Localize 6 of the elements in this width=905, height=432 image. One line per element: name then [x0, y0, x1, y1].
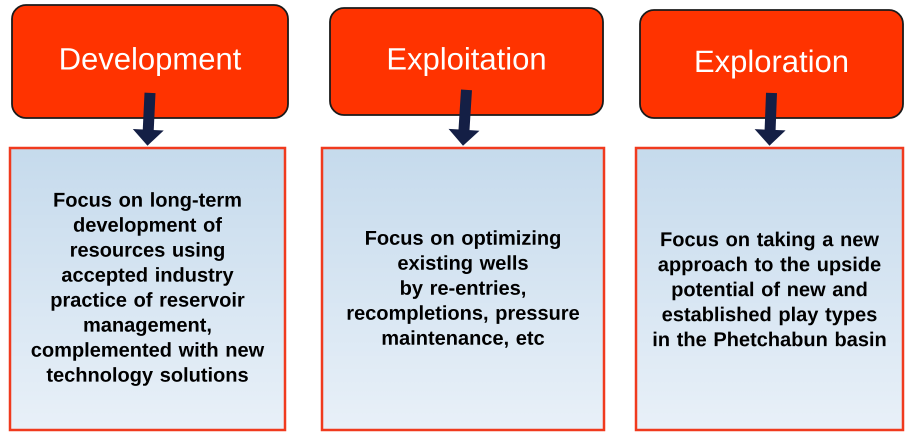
heading-box: Exploration	[639, 9, 904, 119]
heading-box: Exploitation	[329, 7, 604, 116]
description-box: Focus on taking a new approach to the upside potential of new and established play types in the Phetchabun basin	[634, 146, 904, 432]
description-box: Focus on long-term development of resources using accepted industry practice of reservoir management, complemented with new technology solutions	[8, 146, 286, 432]
description-box: Focus on optimizing existing wells by re-entries, recompletions, pressure maintenance, etc	[320, 146, 606, 432]
heading-box: Development	[11, 4, 289, 119]
